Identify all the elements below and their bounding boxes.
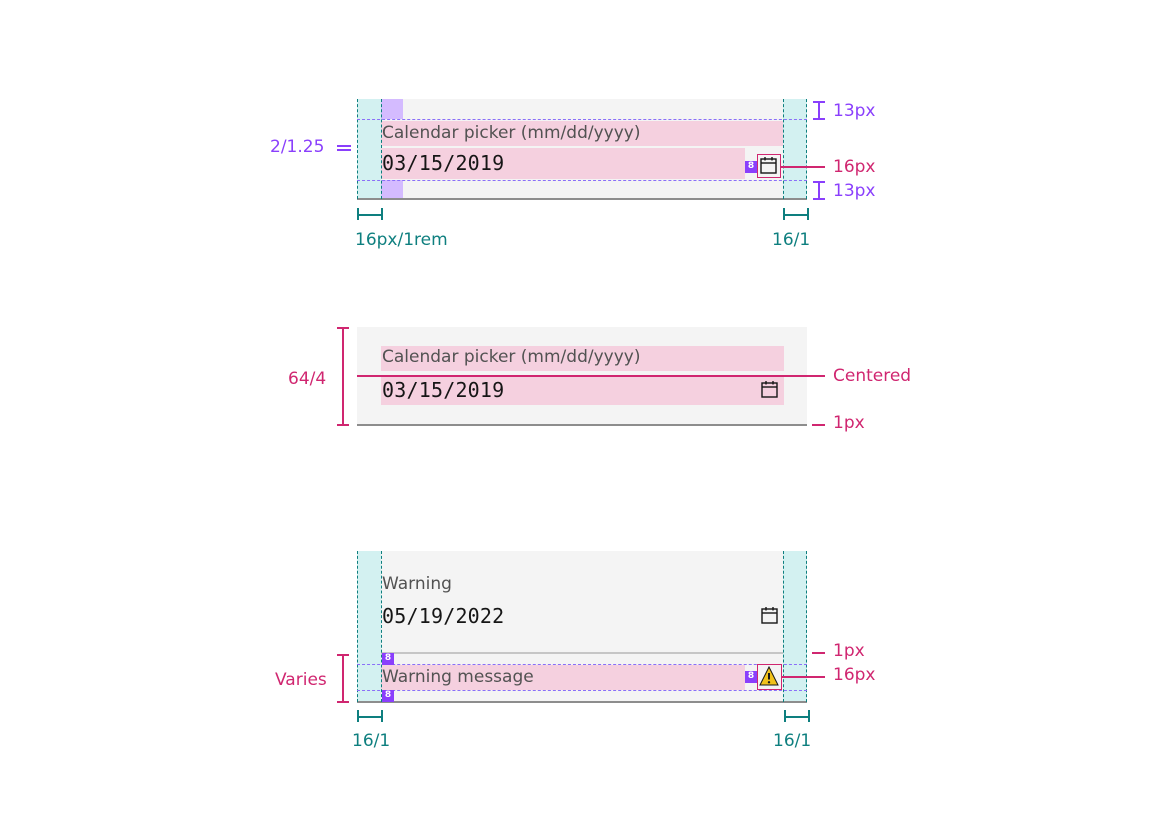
- field-underline: [357, 198, 807, 200]
- field-divider: [381, 652, 783, 654]
- warning-icon: [757, 664, 782, 690]
- bottom-padding-marker: [813, 198, 825, 200]
- right-padding-marker: [784, 716, 809, 718]
- padding-guide-line: [806, 99, 807, 199]
- height-marker: [342, 327, 344, 425]
- left-padding-highlight: [357, 551, 381, 702]
- spacing-badge: 8: [382, 690, 394, 702]
- height-marker: [337, 424, 349, 426]
- field-underline: [357, 424, 807, 426]
- line-height-annotation: 2/1.25: [270, 137, 325, 157]
- border-leader: [812, 424, 825, 426]
- value-highlight: [381, 375, 784, 405]
- spacing-guide-line: [357, 119, 807, 120]
- height-annotation: 64/4: [288, 369, 327, 389]
- icon-size-leader: [782, 676, 825, 678]
- field-label: Warning: [382, 574, 452, 594]
- padding-guide-line: [357, 99, 358, 199]
- calendar-icon[interactable]: [757, 154, 781, 178]
- divider-leader: [812, 652, 825, 654]
- top-padding-marker: [813, 118, 825, 120]
- message-height-marker: [342, 654, 344, 702]
- left-padding-marker: [357, 716, 382, 718]
- right-padding-highlight: [783, 551, 807, 702]
- right-padding-annotation: 16/1: [772, 230, 811, 250]
- spacing-guide-line: [357, 664, 807, 665]
- center-line: [357, 375, 825, 377]
- spacing-badge: 8: [745, 161, 757, 173]
- left-padding-annotation: 16px/1rem: [355, 230, 448, 250]
- spacing-badge: 8: [745, 671, 757, 683]
- value-highlight: [381, 148, 745, 179]
- line-height-marker: [337, 145, 351, 147]
- warning-message: Warning message: [382, 667, 534, 687]
- message-height-marker: [337, 701, 349, 703]
- right-padding-marker: [807, 208, 809, 220]
- padding-guide-line: [806, 551, 807, 702]
- field-underline: [357, 701, 807, 703]
- padding-guide-line: [783, 551, 784, 702]
- alignment-annotation: Centered: [833, 366, 912, 386]
- padding-guide-line: [381, 99, 382, 199]
- left-padding-marker: [381, 710, 383, 722]
- right-padding-marker: [783, 214, 808, 216]
- field-value: 03/15/2019: [382, 151, 505, 175]
- message-highlight: [381, 665, 745, 690]
- spacing-guide-line: [357, 180, 807, 181]
- top-spacing-highlight: [381, 99, 403, 119]
- icon-size-leader: [781, 166, 825, 168]
- left-padding-annotation: 16/1: [352, 731, 391, 751]
- spacing-guide-line: [357, 690, 807, 691]
- label-highlight: [381, 346, 784, 371]
- bottom-padding-annotation: 13px: [833, 181, 876, 201]
- border-annotation: 1px: [833, 413, 865, 433]
- icon-size-annotation: 16px: [833, 665, 876, 685]
- left-padding-marker: [381, 208, 383, 220]
- right-padding-annotation: 16/1: [773, 731, 812, 751]
- label-highlight: [381, 121, 783, 146]
- field-value: 05/19/2022: [382, 604, 505, 628]
- icon-size-annotation: 16px: [833, 157, 876, 177]
- message-height-annotation: Varies: [275, 670, 327, 690]
- bottom-spacing-highlight: [381, 180, 403, 199]
- bottom-padding-marker: [818, 181, 820, 199]
- divider-annotation: 1px: [833, 641, 865, 661]
- field-value: 03/15/2019: [382, 378, 505, 402]
- padding-guide-line: [357, 551, 358, 702]
- right-padding-highlight: [783, 99, 807, 199]
- top-padding-annotation: 13px: [833, 101, 876, 121]
- field-label: Calendar picker (mm/dd/yyyy): [382, 123, 641, 143]
- calendar-icon[interactable]: [759, 605, 780, 626]
- top-padding-marker: [818, 101, 820, 119]
- left-padding-marker: [357, 214, 382, 216]
- spacing-badge: 8: [382, 653, 394, 665]
- date-input-field: [357, 551, 807, 652]
- padding-guide-line: [783, 99, 784, 199]
- right-padding-marker: [808, 710, 810, 722]
- padding-guide-line: [381, 551, 382, 702]
- line-height-marker: [337, 149, 351, 151]
- left-padding-highlight: [357, 99, 381, 199]
- field-label: Calendar picker (mm/dd/yyyy): [382, 347, 641, 367]
- calendar-icon[interactable]: [759, 379, 780, 400]
